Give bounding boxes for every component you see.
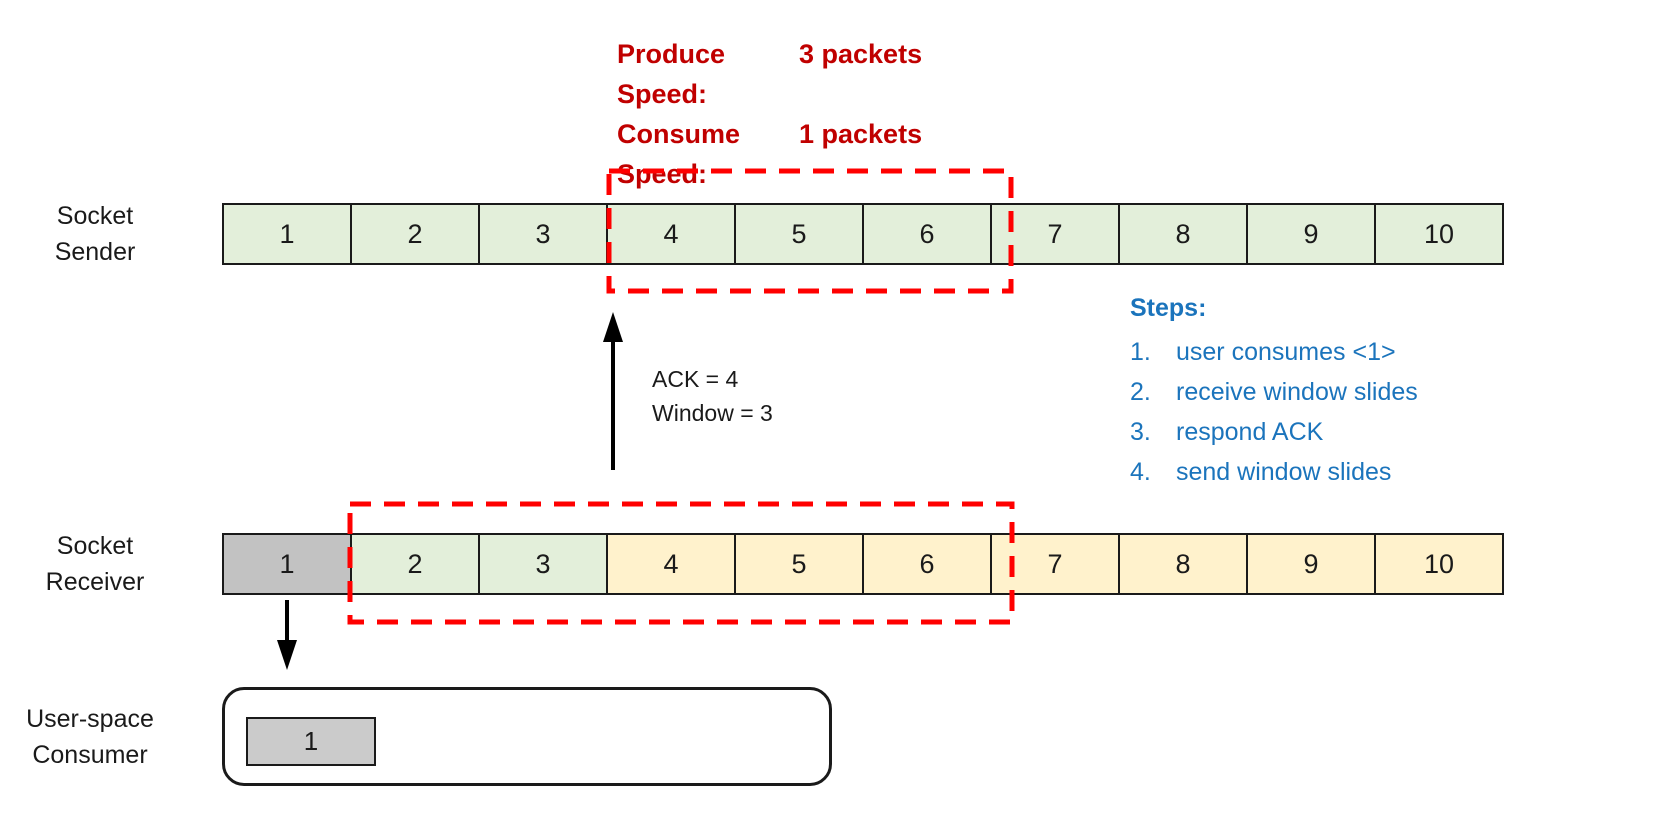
step-number: 4. [1130, 458, 1151, 486]
buffer-cell: 10 [1374, 203, 1504, 265]
consumer-box: 1 [222, 687, 832, 786]
step-text: respond ACK [1176, 418, 1324, 446]
buffer-cell: 6 [862, 203, 992, 265]
receiver-label-line1: Socket [56, 532, 134, 560]
buffer-cell: 7 [990, 533, 1120, 595]
buffer-cell: 7 [990, 203, 1120, 265]
consumer-item: 1 [246, 717, 376, 766]
produce-speed-label: Produce Speed: [617, 39, 726, 109]
produce-speed-line: Produce Speed: 3 packets [617, 34, 922, 114]
steps-panel: Steps: 1. user consumes <1> 2. receive wind… [1130, 292, 1418, 492]
receiver-row-label: Socket Receiver [10, 528, 180, 600]
buffer-cell: 10 [1374, 533, 1504, 595]
step-number: 1. [1130, 338, 1151, 366]
step-text: user consumes <1> [1176, 338, 1396, 366]
ack-label: ACK = 4 Window = 3 [652, 362, 773, 430]
receiver-label-line2: Receiver [45, 568, 145, 596]
step-number: 3. [1130, 418, 1151, 446]
buffer-cell: 3 [478, 203, 608, 265]
ack-up-arrow [603, 312, 623, 470]
sender-label-line1: Socket [56, 202, 134, 230]
sender-label-line2: Sender [54, 238, 136, 266]
buffer-cell: 2 [350, 203, 480, 265]
buffer-cell: 5 [734, 533, 864, 595]
buffer-cell: 6 [862, 533, 992, 595]
consume-speed-label: Consume Speed: [617, 119, 741, 189]
step-item: 3. respond ACK [1130, 412, 1418, 452]
step-text: send window slides [1176, 458, 1392, 486]
buffer-cell: 8 [1118, 203, 1248, 265]
consumer-label-line1: User-space [26, 705, 154, 733]
buffer-cell: 4 [606, 533, 736, 595]
step-item: 4. send window slides [1130, 452, 1418, 492]
buffer-cell: 9 [1246, 203, 1376, 265]
buffer-cell: 3 [478, 533, 608, 595]
buffer-cell: 5 [734, 203, 864, 265]
ack-line1: ACK = 4 [652, 366, 739, 392]
step-text: receive window slides [1176, 378, 1418, 406]
buffer-cell: 1 [222, 203, 352, 265]
buffer-cell: 9 [1246, 533, 1376, 595]
buffer-cell: 2 [350, 533, 480, 595]
produce-speed-value: 3 packets [799, 39, 923, 69]
sender-row-label: Socket Sender [10, 198, 180, 270]
buffer-cell: 4 [606, 203, 736, 265]
consumer-label-line2: Consumer [32, 741, 148, 769]
consumer-label: User-space Consumer [5, 701, 175, 773]
consume-down-arrow [277, 600, 297, 670]
step-item: 1. user consumes <1> [1130, 332, 1418, 372]
buffer-cell: 8 [1118, 533, 1248, 595]
consume-speed-value: 1 packets [799, 119, 923, 149]
consume-speed-line: Consume Speed: 1 packets [617, 114, 922, 194]
step-item: 2. receive window slides [1130, 372, 1418, 412]
step-number: 2. [1130, 378, 1151, 406]
buffer-cell: 1 [222, 533, 352, 595]
steps-title: Steps: [1130, 294, 1207, 322]
speed-header: Produce Speed: 3 packets Consume Speed: … [617, 34, 922, 194]
steps-list: 1. user consumes <1> 2. receive window slid… [1130, 332, 1418, 492]
ack-line2: Window = 3 [652, 400, 773, 426]
